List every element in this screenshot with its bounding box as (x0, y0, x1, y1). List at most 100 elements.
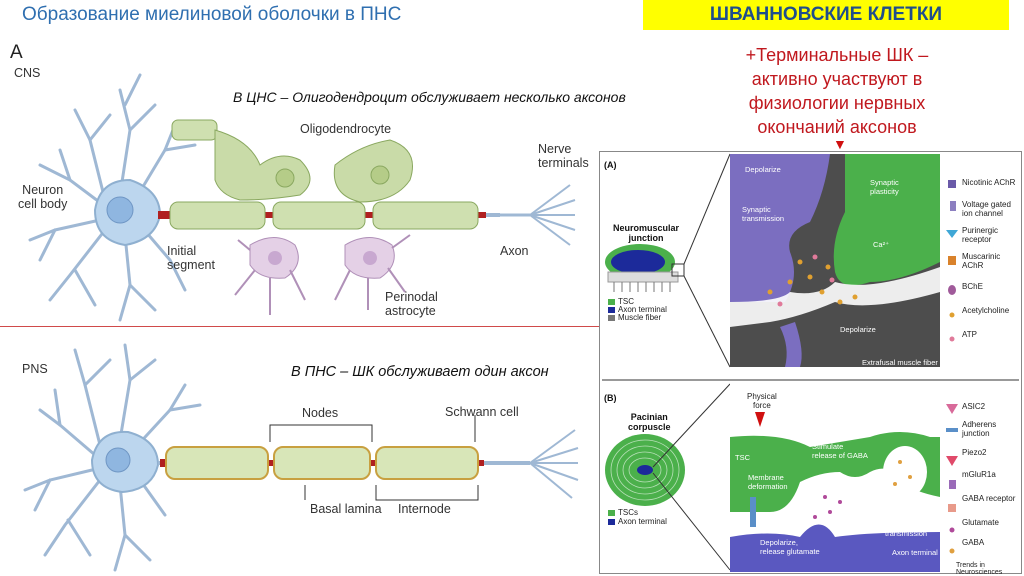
tsc-note-line: окончаний аксонов (757, 117, 917, 137)
cns-caption: В ЦНС – Олигодендроцит обслуживает неско… (233, 89, 626, 105)
label-line: Neuron (22, 183, 64, 197)
label-line: Depolarize, (760, 538, 798, 547)
label-line: cell body (18, 197, 68, 211)
pns-terminals (529, 429, 579, 499)
oligodendrocyte-label: Oligodendrocyte (300, 122, 392, 136)
nucleus (106, 196, 134, 224)
pns-label: PNS (22, 362, 48, 376)
label-line: Stimulate (812, 442, 844, 451)
label-line: Physical (747, 392, 777, 401)
key-item: Nicotinic AChR (962, 178, 1016, 187)
membrane-deformation-label: Membrane deformation (748, 473, 788, 491)
figure-a-tag: (A) (604, 160, 617, 170)
neuron-cell-body-label: Neuron cell body (18, 183, 67, 211)
pacinian-zoom (730, 384, 940, 572)
key-item: Piezo2 (962, 448, 987, 457)
banner-title: ШВАННОВСКИЕ КЛЕТКИ (643, 0, 1009, 30)
internode-label: Internode (398, 502, 451, 516)
stimulate-release-label: Stimulate release of GABA (812, 442, 868, 460)
tsc-note: +Терминальные ШК – активно участвуют в ф… (712, 43, 962, 139)
label-line: transmission (742, 214, 785, 223)
myelin-segment (171, 119, 218, 141)
depolarize-release-label: Depolarize, release glutamate (760, 538, 820, 556)
perinodal-astrocyte (234, 234, 411, 315)
legend-axon-terminal-b: Axon terminal (618, 517, 667, 526)
down-arrow-icon: ▼ (833, 136, 847, 152)
physical-force-label: Physical force (747, 392, 777, 410)
label-line: force (753, 401, 771, 410)
synaptic-transmission-label: Synaptic transmission (742, 205, 784, 223)
cns-label: CNS (14, 66, 41, 80)
label-line: Synaptic (870, 178, 899, 187)
depolarize-muscle-label: Depolarize (840, 325, 876, 334)
tsc-note-line: активно участвуют в (751, 69, 923, 89)
shut-down-label: Shut down transmission (885, 520, 927, 538)
title-line: junction (628, 233, 664, 243)
tsc-note-line: физиологии нервных (748, 93, 926, 113)
pns-dendrites (23, 343, 202, 572)
axon-terminal-label: Axon terminal (892, 548, 938, 557)
key-item: Acetylcholine (962, 306, 1010, 315)
legend-axon-terminal: Axon terminal (618, 305, 667, 314)
panel-letter-a: A (10, 42, 23, 63)
nodes-label: Nodes (302, 406, 339, 420)
key-item: GABA (962, 538, 985, 547)
node (265, 212, 273, 218)
cns-diagram (28, 73, 576, 322)
key-item: BChE (962, 282, 983, 291)
calcium-label: Ca²⁺ (873, 240, 890, 249)
pns-caption: В ПНС – ШК обслуживает один аксон (291, 364, 549, 380)
label-line: Nerve (538, 142, 572, 156)
page-title: Образование миелиновой оболочки в ПНС (22, 4, 402, 25)
label-line: Initial (167, 244, 197, 258)
schwann-cells (165, 446, 479, 480)
myelin-segment (272, 201, 366, 230)
key-item: ATP (962, 330, 977, 339)
label-line: Synaptic (742, 205, 771, 214)
key-item: GABA receptor (962, 494, 1016, 503)
label-line: terminals (538, 156, 589, 170)
label-line: Perinodal (385, 290, 438, 304)
nmj-title: Neuromuscular junction (613, 223, 679, 243)
node (478, 212, 486, 218)
nmj-axon-terminal (611, 250, 665, 274)
label-line: deformation (748, 482, 788, 491)
label-line: Shut down (885, 520, 921, 529)
axon-label: Axon (500, 244, 529, 258)
initial-segment (158, 211, 170, 219)
cns-dendrites (28, 73, 197, 322)
journal-footer: Trends in Neurosciences (956, 562, 1003, 576)
label-line: segment (167, 258, 215, 272)
figure-b-tag: (B) (604, 393, 617, 403)
title-line: corpuscle (628, 422, 671, 432)
title-line: Neuromuscular (613, 223, 680, 233)
nmj-zoom (730, 154, 940, 367)
nerve-terminals-label: Nerve terminals (538, 142, 589, 170)
label-line: Membrane (748, 473, 784, 482)
perinodal-astrocyte-label: Perinodal astrocyte (385, 290, 438, 318)
tsc-note-line: +Терминальные ШК – (745, 45, 929, 65)
key-b-icons (946, 404, 958, 554)
schwann-cell-label: Schwann cell (445, 405, 519, 419)
label-line: astrocyte (385, 304, 436, 318)
label-line: plasticity (870, 187, 899, 196)
oligodendrocyte (214, 129, 311, 201)
key-a-icons (946, 180, 958, 342)
basal-lamina-label: Basal lamina (310, 502, 382, 516)
depolarize-label: Depolarize (745, 165, 781, 174)
pacinian-title: Pacinian corpuscle (628, 412, 671, 432)
key-item: ASIC2 (962, 402, 986, 411)
node (365, 212, 373, 218)
label-line: release of GABA (812, 451, 868, 460)
muscle-fiber-label: Extrafusal muscle fiber (862, 358, 938, 367)
legend-tsc: TSC (618, 297, 634, 306)
tsc-label: TSC (735, 453, 750, 462)
legend-tscs: TSCs (618, 508, 638, 517)
tsc-figure-graphics (602, 153, 1019, 572)
myelin-segment (372, 201, 479, 230)
